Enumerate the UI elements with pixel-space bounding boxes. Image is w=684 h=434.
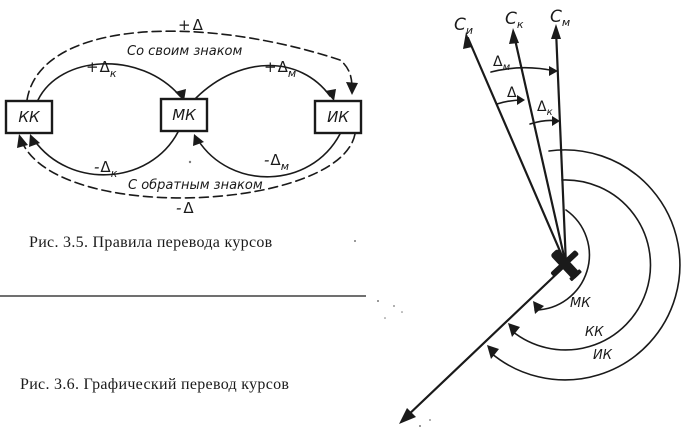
box-ik-label: ИК [327, 108, 350, 126]
arrowhead-heading [399, 408, 416, 424]
text-opposite-sign: С обратным знаком [128, 178, 263, 193]
box-kk-label: КК [18, 108, 41, 126]
arc-kk-to-ik-top [26, 30, 353, 101]
label-arc-mk: МК [570, 296, 591, 311]
caption-fig-3-6: Рис. 3.6. Графический перевод курсов [20, 376, 289, 393]
aircraft-icon [550, 249, 582, 282]
arrowhead-meridian-compass [509, 28, 519, 44]
arc-mk [534, 209, 591, 311]
box-ik: ИК [313, 99, 363, 135]
text-same-sign: Со своим знаком [127, 44, 242, 59]
label-delta-k: Δк [537, 99, 553, 118]
meridian-compass [512, 33, 568, 267]
arrowhead-delta-m [549, 66, 558, 76]
arrowhead-kk-bottom-outer [17, 134, 28, 148]
arrowhead-meridian-true [463, 32, 472, 49]
label-meridian-compass: Ск [505, 9, 524, 31]
label-delta: Δ [507, 85, 517, 101]
arrowhead-kk-bottom-inner [29, 134, 40, 147]
arrowhead-delta-k [552, 116, 560, 126]
box-kk: КК [4, 99, 54, 135]
arc-ik-to-kk-bottom [21, 133, 356, 199]
label-bottom-right: -Δм [264, 151, 289, 173]
meridian-magnetic [554, 28, 568, 267]
figure-3-6-diagram: Си Ск См Δм Δ Δк МК КК ИК [399, 7, 681, 424]
arc-ik [490, 149, 681, 381]
arc-kk-to-mk-top [37, 63, 181, 101]
box-mk: МК [159, 97, 209, 133]
label-meridian-true: Си [454, 15, 473, 37]
label-bottom-left: -Δк [94, 158, 118, 180]
arc-kk [511, 179, 652, 351]
label-top-left: +Δк [86, 58, 117, 80]
arc-ik-to-mk-bottom [197, 133, 341, 178]
label-top-right: +Δм [264, 58, 296, 80]
label-meridian-magnetic: См [550, 7, 570, 29]
scan-noise [188, 160, 431, 427]
arrowhead-arc-ik [487, 345, 499, 359]
caption-fig-3-5: Рис. 3.5. Правила перевода курсов [29, 234, 273, 251]
angle-arc-delta-m [490, 66, 556, 73]
arrowhead-mk-bottom [193, 134, 204, 146]
box-mk-label: МК [172, 106, 197, 124]
arc-mk-to-ik-top [195, 64, 331, 99]
label-delta-m: Δм [493, 54, 511, 73]
meridian-true [466, 36, 568, 267]
label-arc-kk: КК [585, 325, 604, 340]
arrowhead-arc-kk [508, 323, 520, 337]
label-arc-ik: ИК [593, 348, 613, 363]
label-bottom-outer: -Δ [176, 199, 194, 217]
arrowhead-ik-top-inner [325, 89, 336, 101]
figure-3-5-diagram: КК МК ИК +Δ +Δк Со своим знаком +Δм -Δк … [4, 16, 363, 251]
arc-mk-to-kk-bottom [33, 131, 179, 176]
arrowhead-meridian-magnetic [551, 24, 561, 39]
heading-line [403, 263, 568, 420]
arrowhead-delta [517, 95, 525, 105]
arrowhead-ik-top-outer [346, 82, 358, 95]
arrowhead-arc-mk [533, 301, 544, 314]
label-top-outer: +Δ [178, 16, 204, 34]
